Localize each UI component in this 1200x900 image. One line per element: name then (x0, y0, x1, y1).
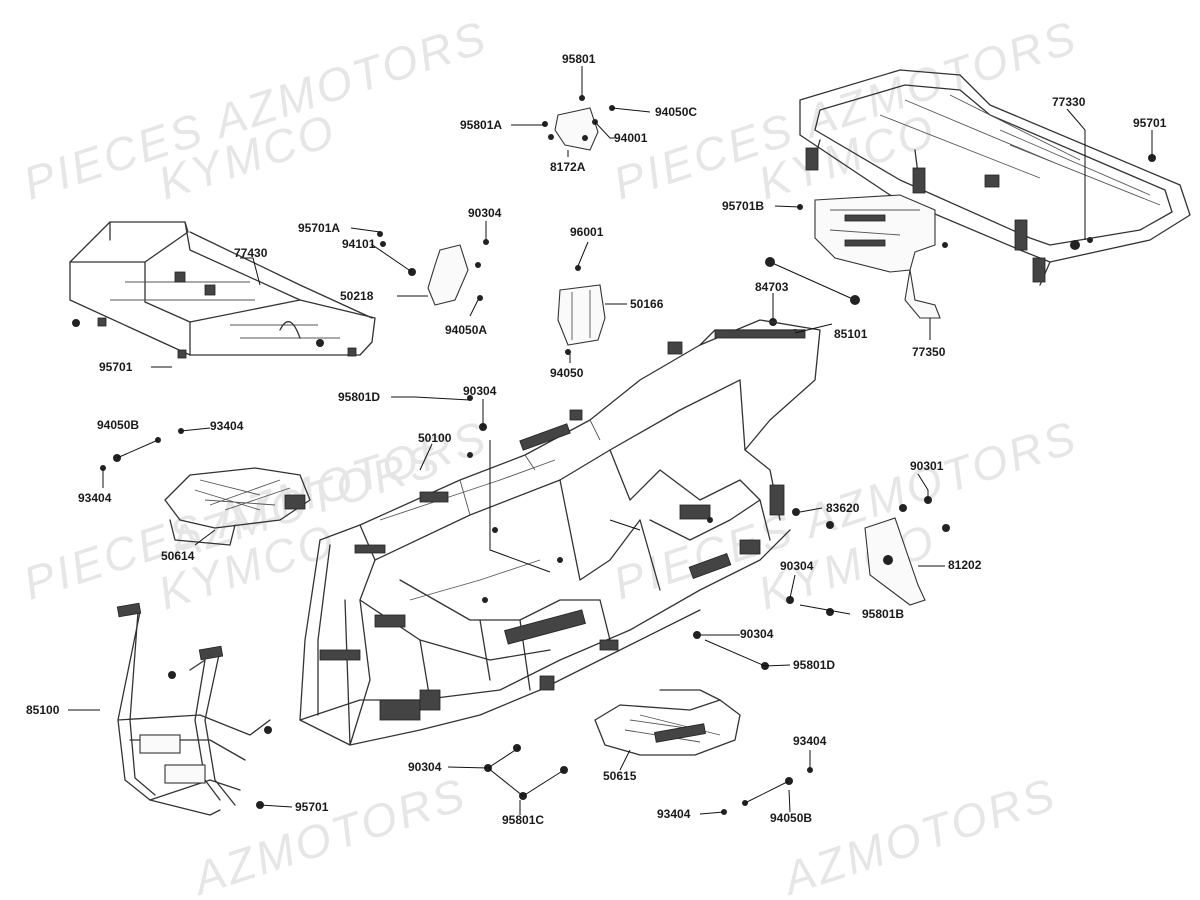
rod-85101 (765, 257, 860, 337)
part-label[interactable]: 90301 (910, 459, 944, 473)
front-bumper-85100 (116, 602, 272, 816)
part-label[interactable]: 93404 (78, 491, 112, 505)
part-label[interactable]: 95801C (502, 813, 544, 827)
part-label[interactable]: 94101 (342, 237, 376, 251)
part-label[interactable]: 93404 (210, 419, 244, 433)
part-label[interactable]: 90304 (780, 559, 814, 573)
part-labels: 95801 95801A 94050C 94001 8172A 77330 95… (26, 52, 1167, 827)
part-label[interactable]: 94050C (655, 105, 697, 119)
bracket-8172a (542, 95, 615, 151)
bracket-50218 (377, 231, 489, 306)
part-label[interactable]: 93404 (793, 734, 827, 748)
rear-bracket-77350 (797, 194, 948, 319)
part-label[interactable]: 94050B (97, 418, 139, 432)
part-label[interactable]: 95701B (722, 199, 764, 213)
part-label[interactable]: 94001 (614, 131, 648, 145)
part-label[interactable]: 95801D (338, 390, 380, 404)
part-label[interactable]: 77350 (912, 345, 946, 359)
part-label[interactable]: 95701 (99, 360, 133, 374)
part-label[interactable]: 50166 (630, 297, 664, 311)
leader-lines (68, 66, 1153, 815)
part-label[interactable]: 96001 (570, 225, 604, 239)
part-label[interactable]: 95701 (295, 800, 329, 814)
part-label[interactable]: 95801A (460, 118, 502, 132)
part-label[interactable]: 94050B (770, 811, 812, 825)
footrest-50615 (594, 689, 741, 756)
part-label[interactable]: 95801D (793, 658, 835, 672)
part-label[interactable]: 90304 (408, 760, 442, 774)
rear-rack-77330 (799, 69, 1191, 286)
part-label[interactable]: 94050 (550, 366, 584, 380)
bracket-50166 (557, 265, 606, 355)
part-label[interactable]: 85101 (834, 327, 868, 341)
part-label[interactable]: 95801B (862, 607, 904, 621)
part-label[interactable]: 93404 (657, 807, 691, 821)
part-label[interactable]: 50615 (603, 769, 637, 783)
part-label[interactable]: 84703 (755, 280, 789, 294)
part-label[interactable]: 8172A (550, 160, 586, 174)
part-label[interactable]: 95701A (298, 221, 340, 235)
front-rack-77430 (69, 221, 376, 359)
part-label[interactable]: 77330 (1052, 95, 1086, 109)
part-label[interactable]: 90304 (463, 384, 497, 398)
watermark-text: AZMOTORS (184, 767, 473, 900)
part-label[interactable]: 50614 (161, 549, 195, 563)
part-label[interactable]: 94050A (445, 323, 487, 337)
plate-81202 (864, 496, 950, 606)
part-label[interactable]: 50100 (418, 431, 452, 445)
part-label[interactable]: 95801 (562, 52, 596, 66)
footrest-50614 (164, 467, 311, 546)
part-label[interactable]: 83620 (826, 501, 860, 515)
part-label[interactable]: 95701 (1133, 116, 1167, 130)
part-label[interactable]: 77430 (234, 246, 268, 260)
watermark-text: AZMOTORS (774, 767, 1063, 900)
part-label[interactable]: 50218 (340, 289, 374, 303)
part-label[interactable]: 90304 (740, 627, 774, 641)
part-label[interactable]: 90304 (468, 206, 502, 220)
main-frame-50100 (299, 319, 821, 746)
part-label[interactable]: 85100 (26, 703, 60, 717)
part-label[interactable]: 81202 (948, 558, 982, 572)
